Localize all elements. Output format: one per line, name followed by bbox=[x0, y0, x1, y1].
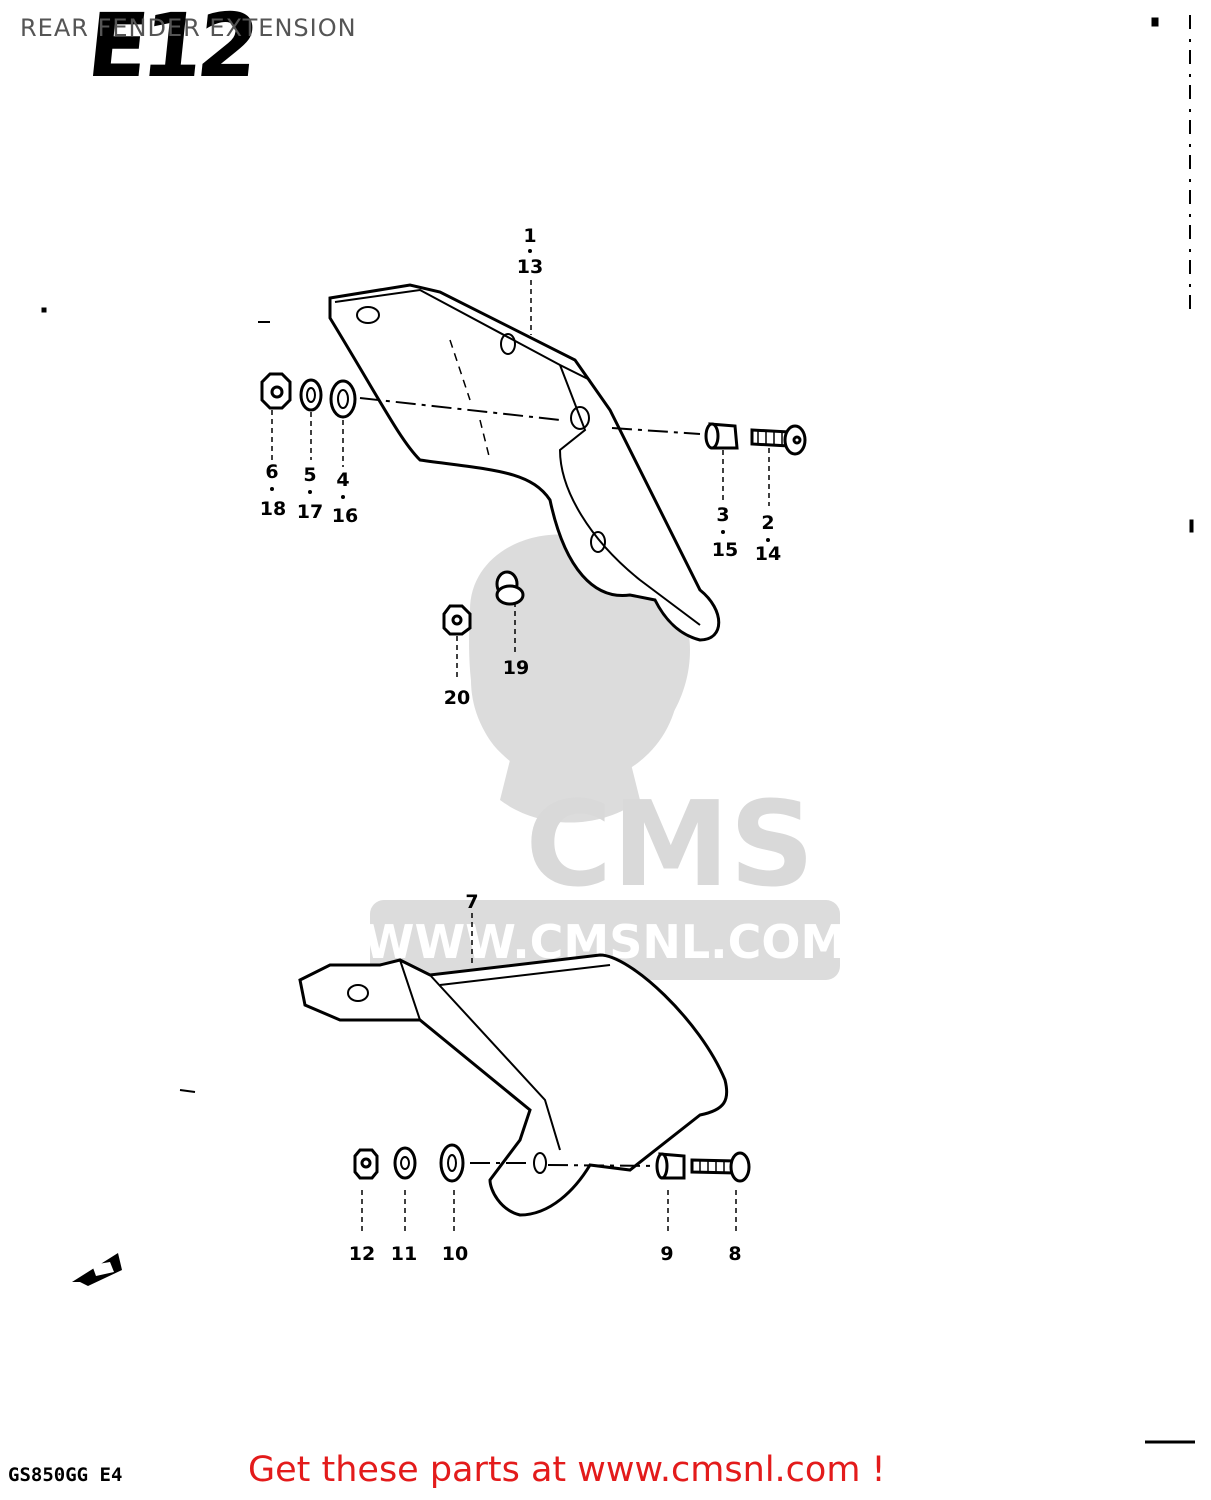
callout-4: 4 bbox=[336, 469, 349, 491]
scan-artifacts bbox=[41, 15, 1195, 1444]
callout-10: 10 bbox=[442, 1243, 468, 1265]
callout-9: 9 bbox=[660, 1243, 673, 1265]
lower-bolt-axis-line bbox=[470, 1162, 661, 1167]
lower-hole-a bbox=[347, 984, 369, 1002]
callout-17: 17 bbox=[297, 501, 323, 523]
washer-11 bbox=[393, 1146, 417, 1180]
promo-link[interactable]: Get these parts at www.cmsnl.com ! bbox=[248, 1450, 886, 1490]
callout-leaders-upper bbox=[271, 280, 770, 680]
bracket-hole-a bbox=[356, 306, 380, 324]
callout-8: 8 bbox=[728, 1243, 741, 1265]
bracket-flange-edge bbox=[334, 288, 591, 381]
callout-16: 16 bbox=[332, 505, 358, 527]
lower-flange-edge bbox=[399, 959, 561, 1151]
callout-1: 1 bbox=[523, 225, 536, 247]
callout-11: 11 bbox=[391, 1243, 417, 1265]
mascot-head bbox=[471, 576, 679, 784]
washer-5 bbox=[299, 378, 323, 412]
bolt-2 bbox=[750, 424, 807, 456]
washer-10 bbox=[439, 1143, 465, 1183]
washer-11-hole bbox=[400, 1156, 410, 1170]
callout-labels: 1 13 6 18 5 17 4 16 3 15 2 14 20 19 7 12… bbox=[260, 225, 781, 1265]
page-title: REAR FENDER EXTENSION bbox=[20, 14, 357, 42]
bolt-8 bbox=[690, 1151, 751, 1183]
washer-4 bbox=[329, 379, 357, 419]
collar-9 bbox=[655, 1152, 686, 1180]
lower-hole-b bbox=[533, 1152, 547, 1174]
collar-3 bbox=[704, 422, 739, 450]
bracket-arm-edge bbox=[558, 364, 701, 626]
callout-18: 18 bbox=[260, 498, 286, 520]
cms-watermark: CMS WWW.CMSNL.COM bbox=[364, 534, 846, 980]
watermark-banner bbox=[370, 900, 840, 980]
bolt-axis-line bbox=[359, 397, 701, 435]
fender-bracket-upper bbox=[328, 283, 721, 642]
callout-leaders-lower bbox=[361, 913, 737, 1235]
callout-20: 20 bbox=[444, 687, 470, 709]
washer-4-hole bbox=[337, 389, 349, 409]
callout-14: 14 bbox=[755, 543, 781, 565]
bracket-hole-c bbox=[570, 406, 590, 430]
bracket-hole-b bbox=[500, 333, 516, 355]
fender-extension-lower bbox=[298, 953, 729, 1217]
callout-15: 15 bbox=[712, 539, 738, 561]
callout-19: 19 bbox=[503, 657, 529, 679]
washer-10-hole bbox=[447, 1154, 457, 1172]
callout-12: 12 bbox=[349, 1243, 375, 1265]
callout-13: 13 bbox=[517, 256, 543, 278]
front-direction-arrow-icon bbox=[72, 1253, 122, 1286]
callout-2: 2 bbox=[761, 512, 774, 534]
bracket-hole-d bbox=[590, 531, 606, 553]
cushion-19 bbox=[495, 570, 525, 606]
callout-3: 3 bbox=[716, 504, 729, 526]
lower-bracket-assembly bbox=[298, 913, 751, 1235]
bracket-fold-line bbox=[449, 339, 491, 461]
nut-6 bbox=[260, 372, 292, 410]
callout-5: 5 bbox=[303, 464, 316, 486]
washer-5-hole bbox=[306, 387, 316, 403]
lower-top-edge bbox=[439, 964, 611, 986]
nut-20 bbox=[442, 604, 472, 636]
watermark-brand: CMS bbox=[525, 775, 814, 913]
nut-12 bbox=[353, 1148, 379, 1180]
callout-7: 7 bbox=[465, 891, 478, 913]
model-code: GS850GG E4 bbox=[8, 1464, 123, 1486]
upper-bracket-assembly bbox=[260, 280, 807, 680]
callout-6: 6 bbox=[265, 461, 278, 483]
